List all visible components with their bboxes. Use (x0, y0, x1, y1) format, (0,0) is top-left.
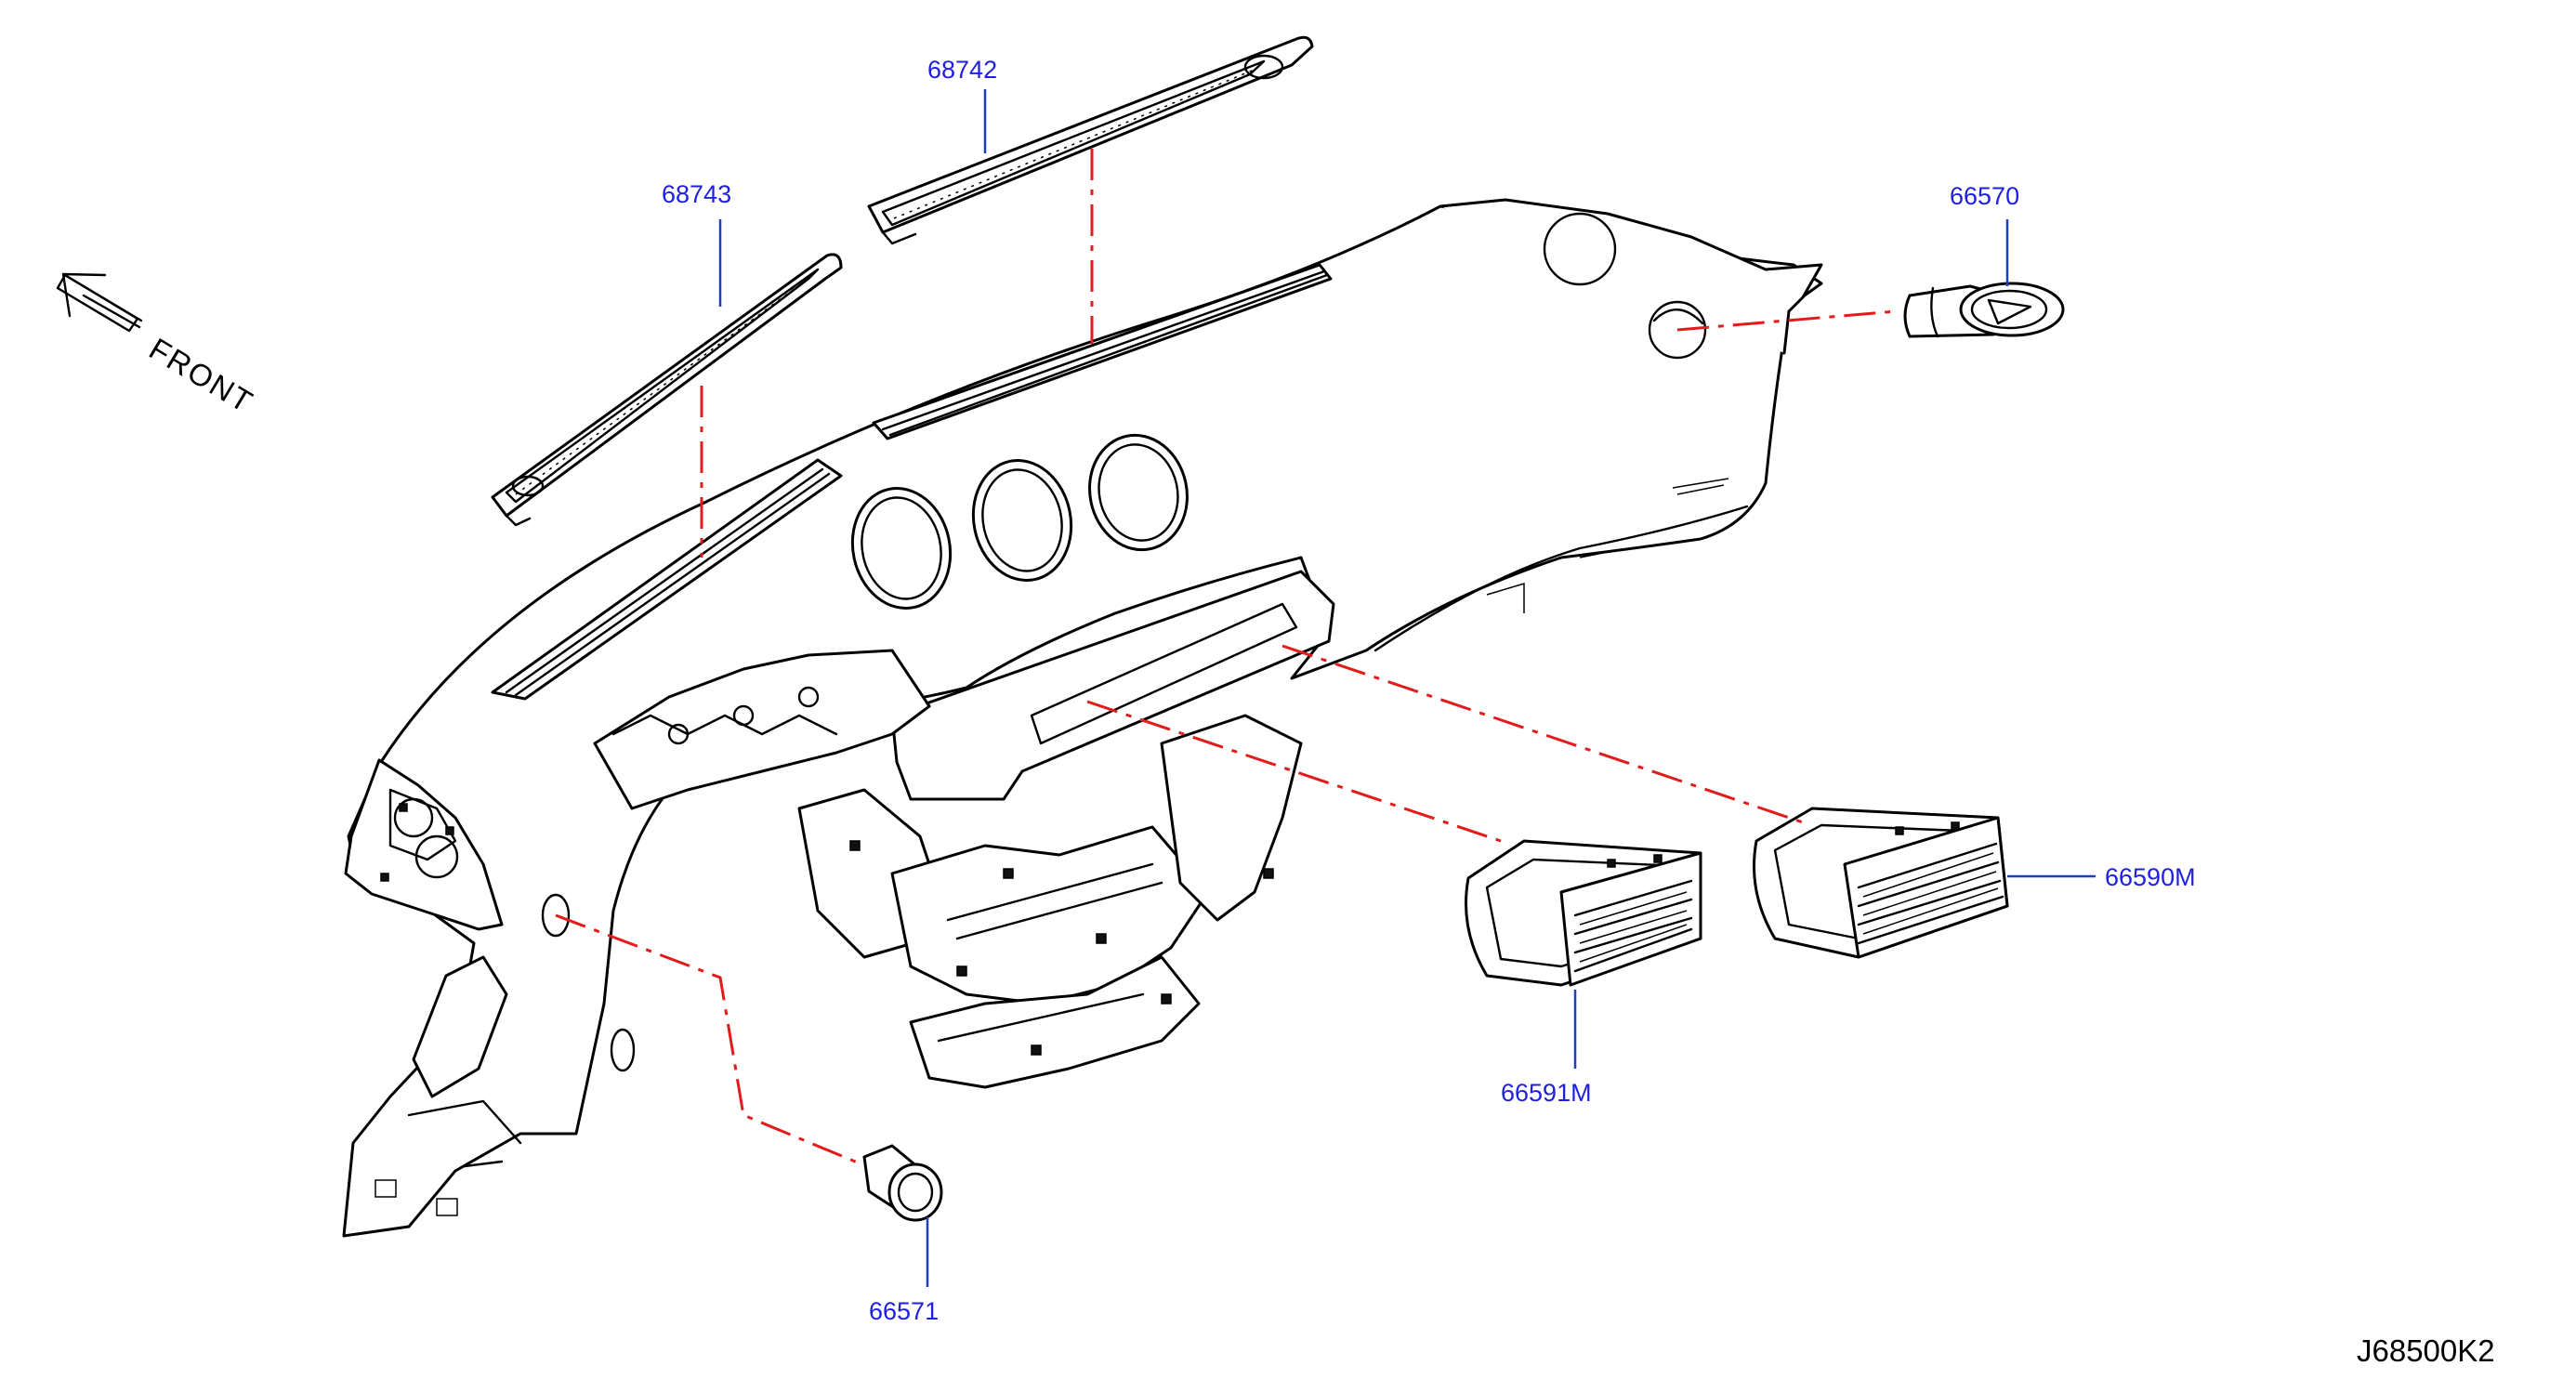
defroster-grille-68742 (867, 35, 1314, 245)
gauge-ring-left (850, 487, 953, 610)
cross-car-beam (593, 649, 1303, 1089)
defroster-grille-68743 (491, 253, 843, 527)
dash-left-end (344, 758, 504, 931)
assembly-lines (555, 149, 1897, 1165)
side-vent-66570 (1903, 282, 2065, 338)
leader-lines (718, 89, 2096, 1287)
part-number-66591m: 66591M (1501, 1079, 1592, 1107)
part-number-66590m: 66590M (2105, 863, 2196, 891)
gauge-ring-center (971, 459, 1073, 582)
part-number-68743: 68743 (662, 180, 731, 208)
center-vent-66591m (1465, 839, 1702, 987)
part-number-66571: 66571 (869, 1297, 939, 1325)
center-stack-frame (890, 570, 1335, 801)
side-vent-hole-right (1648, 300, 1707, 360)
part-number-68742: 68742 (927, 56, 997, 84)
side-vent-hole-left (541, 893, 571, 938)
front-label: FRONT (143, 331, 259, 419)
illustration-code: J68500K2 (2357, 1333, 2495, 1368)
instrument-panel-body (342, 198, 1823, 1238)
dash-right-end (1439, 198, 1823, 355)
side-vent-66571 (862, 1144, 943, 1222)
center-vent-66590m (1753, 807, 2009, 959)
left-lower-panel (412, 955, 508, 1098)
part-number-66570: 66570 (1950, 182, 2019, 210)
gauge-ring-right (1088, 433, 1189, 552)
front-direction-arrow-icon (56, 272, 143, 333)
